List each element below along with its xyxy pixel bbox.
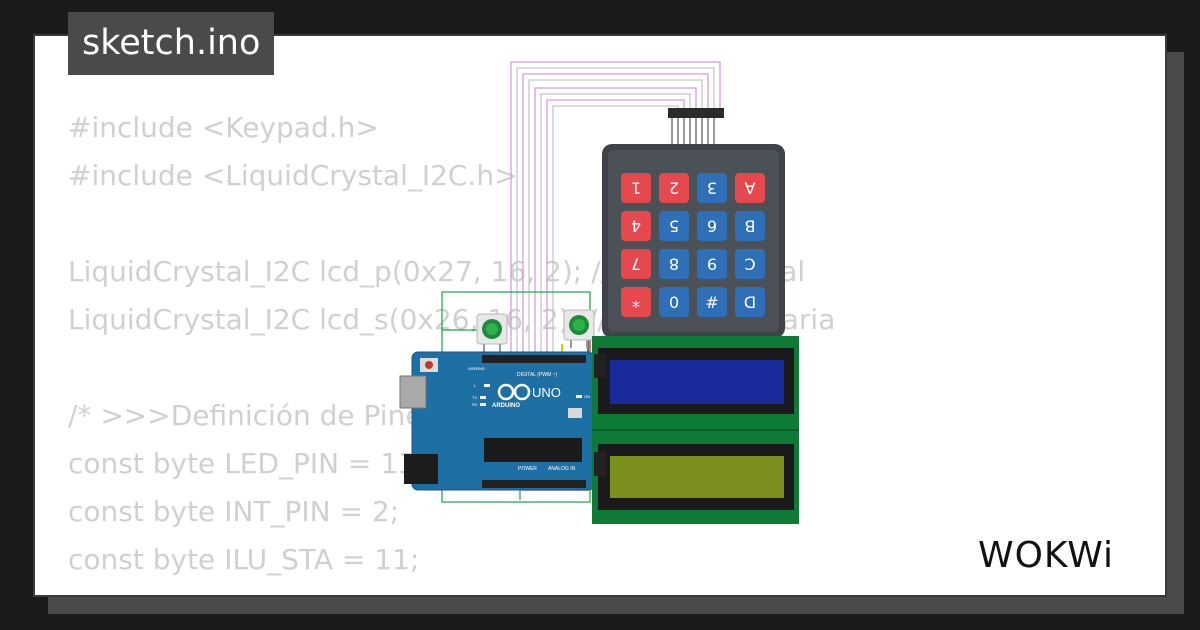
keypad-key-label: B: [745, 217, 756, 236]
wokwi-logo: WOKWi: [978, 535, 1114, 576]
keypad-key: 1: [621, 173, 651, 203]
keypad-key-cap: [621, 287, 651, 317]
keypad-key-label: *: [632, 293, 640, 312]
keypad-key-label: A: [744, 179, 755, 198]
code-line: const byte INT_PIN = 2;: [68, 495, 400, 528]
led-l-label: L: [474, 383, 477, 388]
keypad-key-label: 6: [707, 217, 717, 236]
board-brand-label: ARDUINO: [492, 403, 520, 409]
board-model-label: UNO: [532, 385, 561, 400]
code-line: #include <LiquidCrystal_I2C.h>: [68, 159, 518, 192]
led-tx-label: TX: [472, 395, 477, 400]
pushbutton-right: [563, 309, 595, 348]
keypad-key: 9: [697, 249, 727, 279]
keypad-key-cap: [697, 173, 727, 203]
keypad-key-cap: [735, 211, 765, 241]
keypad-key-cap: [621, 249, 651, 279]
wokwi-logo-text: WOKWi: [978, 535, 1114, 576]
keypad-key-cap: [697, 249, 727, 279]
keypad-key-cap: [697, 211, 727, 241]
power-header-label: POWER: [518, 466, 537, 472]
atmega-chip: [484, 438, 582, 462]
keypad-key-cap: [659, 249, 689, 279]
code-line: const byte LED_PIN = 13;: [68, 447, 426, 480]
keypad-key: 0: [659, 287, 689, 317]
keypad-key-cap: [621, 173, 651, 203]
keypad-key: B: [735, 211, 765, 241]
membrane-keypad: 1 2 3 A 4 5 6 B 7 8 9 C * 0 # D: [602, 144, 785, 338]
i2c-header-bottom: [594, 452, 606, 476]
keypad-key-label: 2: [669, 179, 679, 198]
keypad-key-label: 7: [631, 255, 641, 274]
keypad-key: 7: [621, 249, 651, 279]
keypad-key-label: 4: [631, 217, 641, 236]
keypad-key-label: D: [744, 293, 756, 312]
keypad-key-label: #: [705, 293, 718, 312]
power-jack: [404, 454, 438, 484]
filename-tag: sketch.ino: [68, 12, 275, 75]
power-analog-header: [482, 480, 586, 488]
arduino-logo: [497, 383, 515, 401]
code-line: const byte ILU_STA = 11;: [68, 543, 420, 576]
keypad-key-cap: [659, 287, 689, 317]
digital-header-label: DIGITAL (PWM ~): [517, 372, 557, 378]
keypad-key: #: [697, 287, 727, 317]
led-on-label: ON: [584, 394, 590, 399]
keypad-key-label: 8: [669, 255, 679, 274]
keypad-key-cap: [659, 211, 689, 241]
keypad-key-cap: [735, 173, 765, 203]
lcd-bottom-screen: [610, 456, 784, 498]
keypad-key-label: 3: [707, 179, 717, 198]
keypad-key-cap: [621, 211, 651, 241]
keypad-connector: [668, 108, 724, 146]
code-line: /* >>>Definición de Pines: [68, 399, 438, 432]
keypad-key-label: 1: [631, 179, 641, 198]
keypad-key-label: 9: [707, 255, 717, 274]
keypad-key: 2: [659, 173, 689, 203]
keypad-keys: 1 2 3 A 4 5 6 B 7 8 9 C * 0 # D: [621, 173, 765, 317]
keypad-key: 8: [659, 249, 689, 279]
keypad-key-label: 0: [669, 293, 679, 312]
code-line: #include <Keypad.h>: [68, 111, 379, 144]
keypad-key: 6: [697, 211, 727, 241]
digital-header: [482, 355, 586, 363]
lcd-module: [592, 336, 799, 524]
keypad-key-label: 5: [669, 217, 679, 236]
keypad-wires: [510, 61, 721, 355]
keypad-key: *: [621, 287, 651, 317]
keypad-key-cap: [735, 287, 765, 317]
keypad-key-cap: [735, 249, 765, 279]
keypad-key: 3: [697, 173, 727, 203]
keypad-key: C: [735, 249, 765, 279]
keypad-key-cap: [659, 173, 689, 203]
keypad-key-label: C: [744, 255, 755, 274]
arduino-uno-board: UNO ARDUINO DIGITAL (PWM ~) POWER ANALOG…: [399, 351, 595, 491]
gnd-label: GND: [476, 366, 485, 371]
keypad-key: 4: [621, 211, 651, 241]
keypad-key: D: [735, 287, 765, 317]
keypad-key: A: [735, 173, 765, 203]
keypad-key-cap: [697, 287, 727, 317]
aref-label: AREF: [468, 366, 479, 371]
pushbutton-left: [476, 313, 508, 352]
lcd-top-screen: [610, 360, 784, 404]
keypad-key: 5: [659, 211, 689, 241]
i2c-header-top: [594, 354, 606, 378]
analog-header-label: ANALOG IN: [548, 466, 576, 472]
crystal: [568, 408, 582, 418]
usb-port: [399, 375, 427, 409]
led-rx-label: RX: [472, 402, 478, 407]
